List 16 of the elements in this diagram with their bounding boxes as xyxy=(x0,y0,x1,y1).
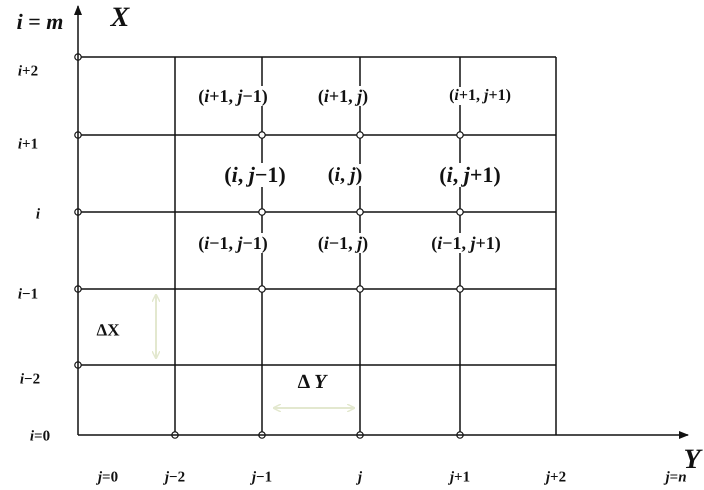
step-size-label: Δ Y xyxy=(298,372,326,392)
column-index-label: j xyxy=(358,470,362,486)
row-index-label: i−2 xyxy=(20,372,40,388)
row-index-label: i=0 xyxy=(30,430,50,444)
column-index-label: j−2 xyxy=(164,470,186,486)
row-index-label: i+1 xyxy=(18,138,38,152)
column-index-label: j=0 xyxy=(98,470,118,486)
row-index-label: i xyxy=(36,208,40,222)
axis-end-label: i = m xyxy=(16,11,64,33)
column-index-label: j+2 xyxy=(546,470,566,486)
step-size-label: ΔX xyxy=(96,322,120,338)
column-index-label: j−1 xyxy=(252,470,272,486)
row-index-label: i+2 xyxy=(18,64,38,80)
column-index-label: j+1 xyxy=(450,470,470,486)
row-index-label: i−1 xyxy=(18,288,38,302)
axis-label: X xyxy=(110,4,130,32)
